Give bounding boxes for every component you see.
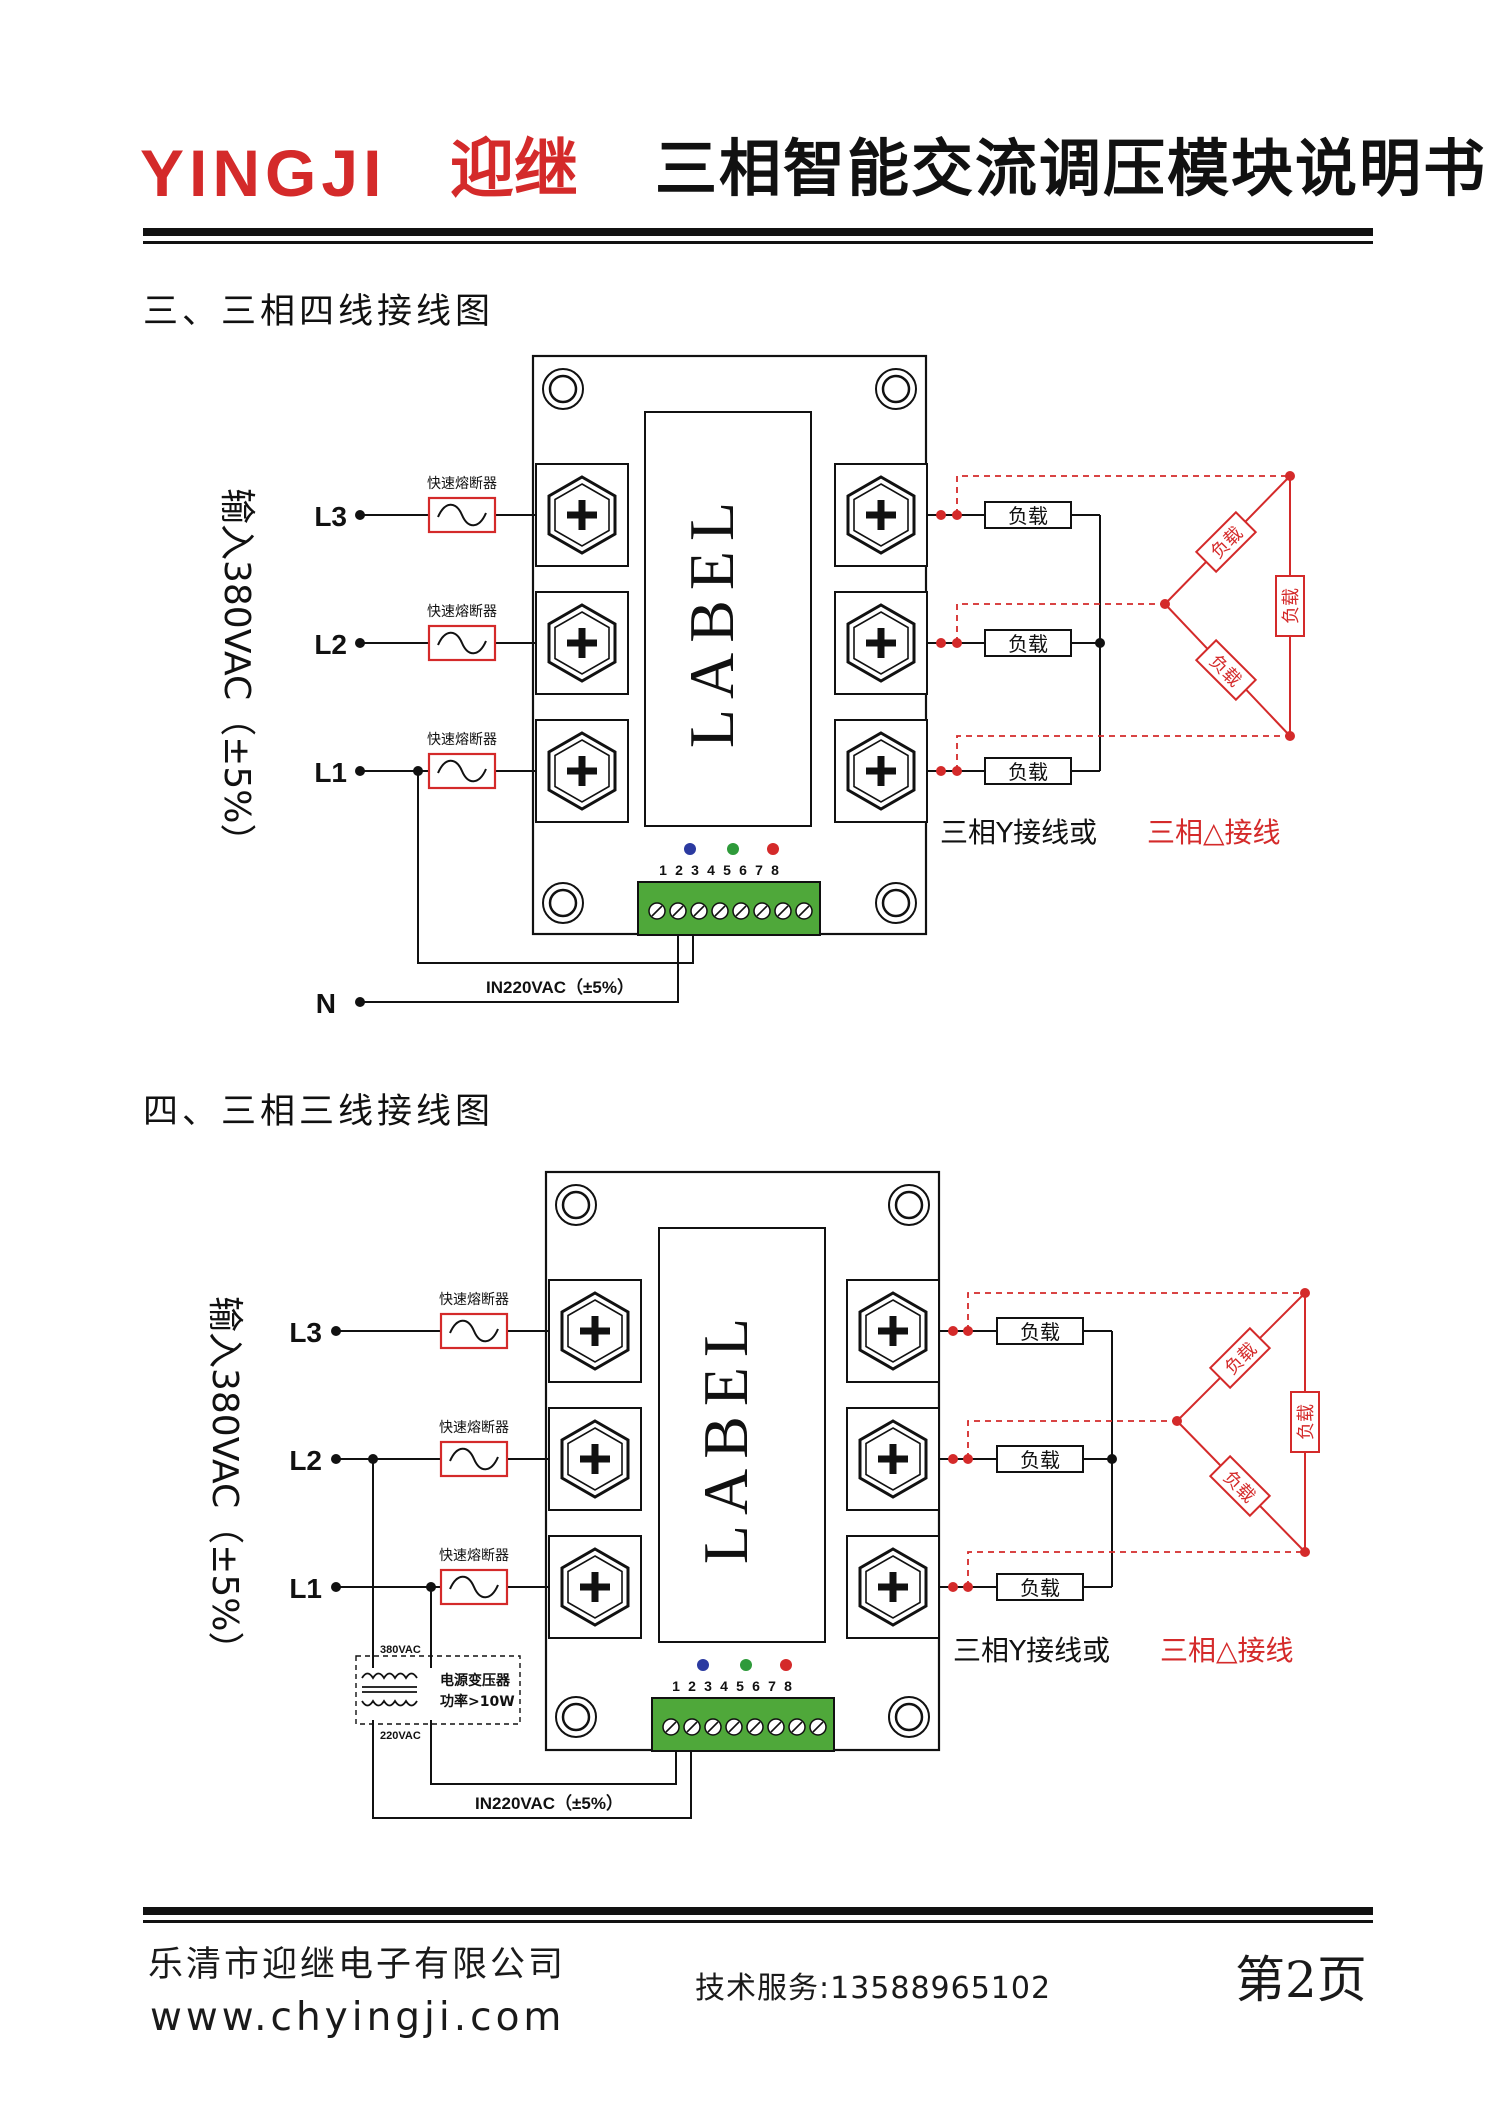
- s4-phase-label: L3: [289, 1317, 322, 1348]
- s4-load-y: 负载: [1020, 1320, 1060, 1344]
- section3-title: 三、三相四线接线图: [143, 292, 495, 332]
- s4-term-num: 3: [704, 1678, 712, 1694]
- footer-rule-thick: [143, 1907, 1373, 1915]
- section3-module-label: LABEL: [676, 492, 747, 748]
- s4-fuse-label: 快速熔断器: [439, 1548, 509, 1564]
- company-name: 乐清市迎继电子有限公司: [148, 1945, 567, 1985]
- s4-transformer-primary: 380VAC: [380, 1644, 421, 1656]
- s3-term-num: 2: [675, 862, 683, 878]
- s4-term-num: 4: [720, 1678, 728, 1694]
- brand-logo-en: YINGJI: [140, 136, 387, 210]
- s3-wiring-delta: 三相△接线: [1147, 816, 1281, 849]
- s4-term-num: 1: [672, 1678, 680, 1694]
- section3-diagram: LABEL 1 2 3 4 5 6 7 8: [216, 354, 1305, 1019]
- s3-term-num: 8: [771, 862, 779, 878]
- section4-module-label: LABEL: [690, 1308, 761, 1564]
- s4-supply-label: IN220VAC（±5%）: [475, 1793, 623, 1813]
- s3-term-num: 3: [691, 862, 699, 878]
- s3-fuse-label: 快速熔断器: [427, 476, 497, 492]
- header-rule-thin: [143, 241, 1373, 244]
- section4-title: 四、三相三线接线图: [143, 1092, 495, 1132]
- s3-term-num: 5: [723, 862, 731, 878]
- s4-fuse-label: 快速熔断器: [439, 1420, 509, 1436]
- s4-term-num: 5: [736, 1678, 744, 1694]
- s4-load-y: 负载: [1020, 1448, 1060, 1472]
- s4-wiring-y: 三相Y接线或: [953, 1634, 1110, 1667]
- s4-term-num: 7: [768, 1678, 776, 1694]
- s4-term-num: 8: [784, 1678, 792, 1694]
- s4-fuse-label: 快速熔断器: [439, 1292, 509, 1308]
- s3-term-num: 6: [739, 862, 747, 878]
- s3-load-delta: 负载: [1281, 588, 1302, 624]
- s3-fuse-label: 快速熔断器: [427, 732, 497, 748]
- s3-load-y: 负载: [1008, 632, 1048, 656]
- s3-term-num: 4: [707, 862, 715, 878]
- brand-logo-cn: 迎继: [450, 133, 578, 207]
- s4-wiring-delta: 三相△接线: [1160, 1634, 1294, 1667]
- s3-wiring-y: 三相Y接线或: [940, 816, 1097, 849]
- s4-load-y: 负载: [1020, 1576, 1060, 1600]
- s4-term-num: 6: [752, 1678, 760, 1694]
- s3-load-y: 负载: [1008, 760, 1048, 784]
- s3-supply-label: IN220VAC（±5%）: [486, 977, 634, 997]
- s4-term-num: 2: [688, 1678, 696, 1694]
- s3-neutral-label: N: [316, 988, 336, 1019]
- s3-phase-label: L2: [314, 629, 347, 660]
- s4-phase-label: L1: [289, 1573, 322, 1604]
- s3-term-num: 1: [659, 862, 667, 878]
- s4-phase-label: L2: [289, 1445, 322, 1476]
- document-title: 三相智能交流调压模块说明书: [655, 132, 1488, 205]
- s3-load-y: 负载: [1008, 504, 1048, 528]
- s4-transformer-power: 功率>10W: [440, 1693, 515, 1710]
- s3-fuse-label: 快速熔断器: [427, 604, 497, 620]
- s3-input-label: 输入380VAC（±5%）: [216, 488, 257, 859]
- s4-input-label: 输入380VAC（±5%）: [204, 1296, 245, 1667]
- footer-rule-thin: [143, 1920, 1373, 1923]
- header-rule-thick: [143, 228, 1373, 236]
- section4-diagram: LABEL 1 2 3 4 5 6 7 8: [204, 1170, 1320, 1819]
- s4-transformer-secondary: 220VAC: [380, 1730, 421, 1742]
- support-phone: 技术服务:13588965102: [695, 1971, 1052, 2006]
- s3-phase-label: L1: [314, 757, 347, 788]
- page-number: 第2页: [1235, 1951, 1367, 2009]
- s4-load-delta: 负载: [1296, 1404, 1317, 1440]
- s4-transformer-name: 电源变压器: [440, 1672, 511, 1689]
- s3-phase-label: L3: [314, 501, 347, 532]
- company-website[interactable]: www.chyingji.com: [150, 1995, 566, 2040]
- s3-term-num: 7: [755, 862, 763, 878]
